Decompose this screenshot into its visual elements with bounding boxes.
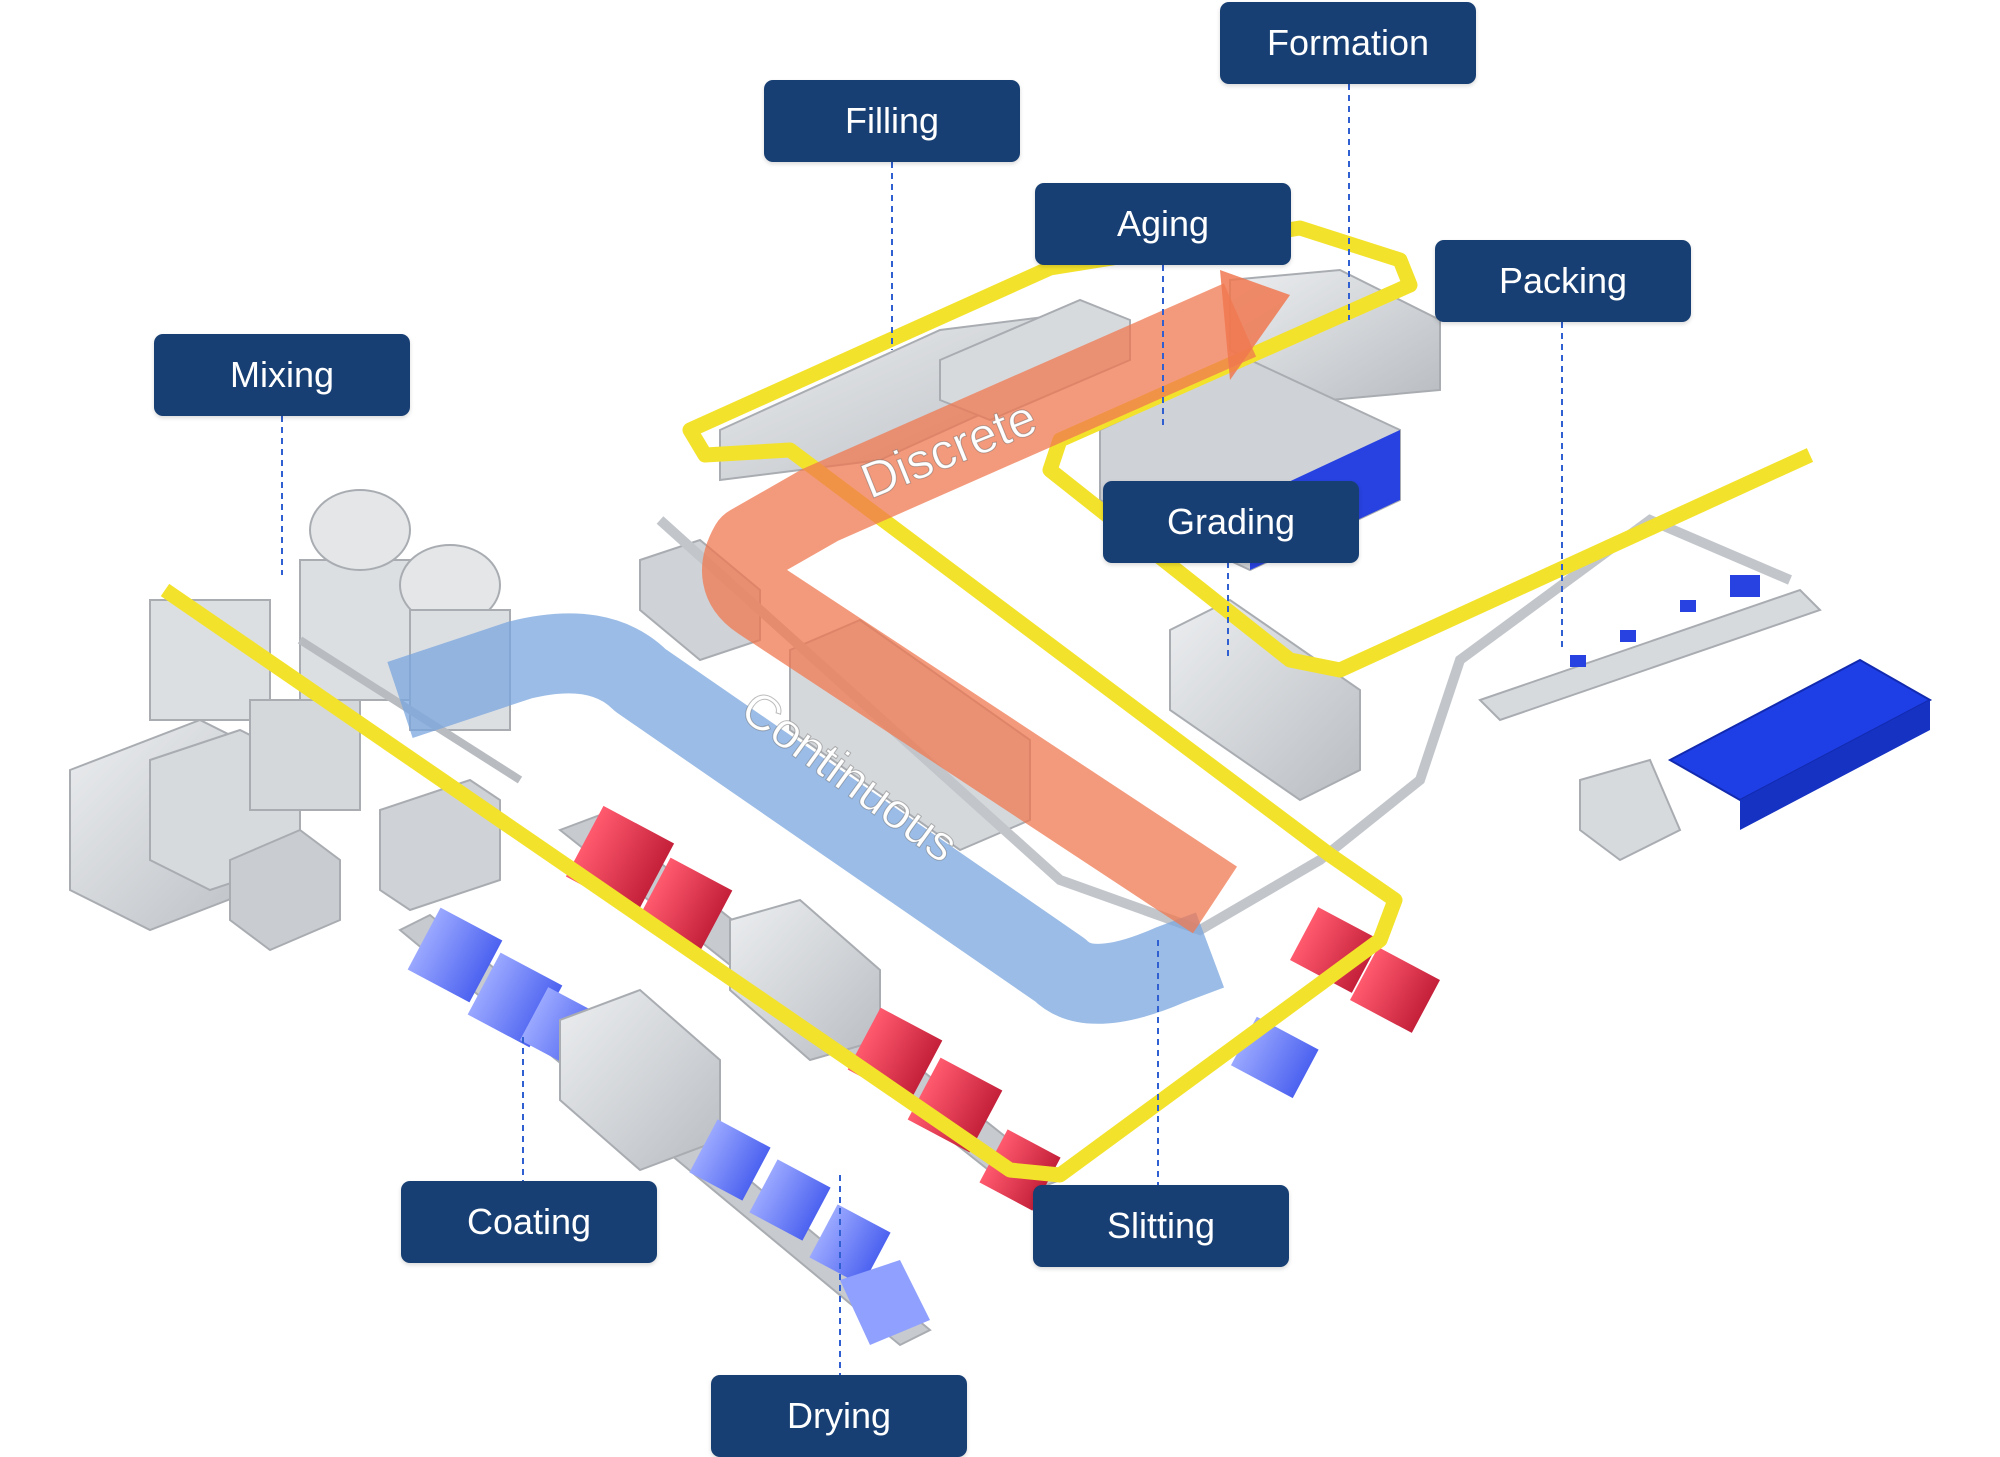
label-slitting: Slitting — [1033, 1185, 1289, 1267]
label-formation: Formation — [1220, 2, 1476, 84]
label-mixing: Mixing — [154, 334, 410, 416]
yellow-walkways — [160, 220, 1814, 1183]
packing-area — [1478, 575, 1933, 862]
label-filling: Filling — [764, 80, 1020, 162]
discrete-flow-arrow — [702, 270, 1290, 934]
label-grading: Grading — [1103, 481, 1359, 563]
label-drying: Drying — [711, 1375, 967, 1457]
leader-lines — [281, 84, 1563, 1375]
label-coating: Coating — [401, 1181, 657, 1263]
label-aging: Aging — [1035, 183, 1291, 265]
continuous-flow-arrow — [387, 613, 1225, 1024]
coating-drying-line — [398, 907, 932, 1347]
label-packing: Packing — [1435, 240, 1691, 322]
